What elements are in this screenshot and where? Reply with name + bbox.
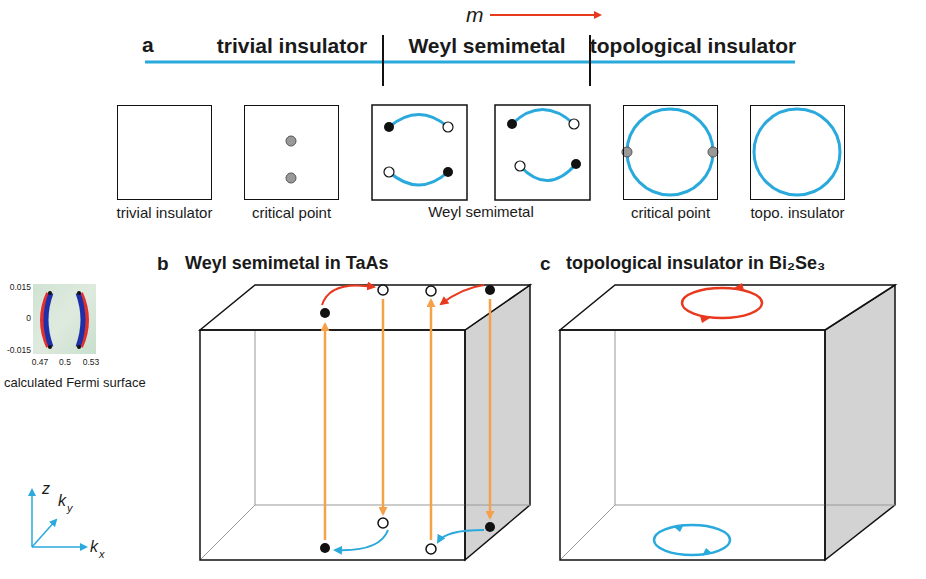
phase-panel: topo. insulator — [750, 105, 845, 200]
panel-letter: a — [142, 33, 154, 56]
tick-label: 0.53 — [83, 358, 100, 367]
phase-panel: trivial insulator — [117, 105, 212, 200]
tick-label: 0.015 — [10, 283, 31, 292]
panel-caption: Weyl semimetal — [428, 203, 534, 220]
phase-panel: Weyl semimetal — [372, 105, 590, 200]
parameter-symbol: m — [466, 3, 484, 26]
axis-label: z — [42, 480, 50, 498]
axis-subscript: y — [67, 502, 73, 514]
panel-caption: critical point — [252, 204, 331, 221]
phase-name: Weyl semimetal — [408, 34, 565, 57]
tick-label: 0.47 — [32, 358, 49, 367]
phase-panel: critical point — [244, 105, 339, 200]
panel-title-letter: c — [540, 254, 551, 275]
tick-label: 0 — [26, 314, 31, 323]
tick-label: -0.015 — [7, 346, 31, 355]
phase-panel: critical point — [623, 105, 718, 200]
panel-letter: b — [157, 254, 169, 275]
panel-title: topological insulator in Bi₂Se₃ — [566, 254, 825, 274]
panel-caption: trivial insulator — [117, 204, 213, 221]
axis-subscript: x — [99, 548, 105, 560]
inset-caption: calculated Fermi surface — [4, 376, 146, 390]
panel-title: Weyl semimetal in TaAs — [185, 254, 388, 274]
phase-name: topological insulator — [590, 34, 797, 57]
panel-caption: topo. insulator — [750, 204, 844, 221]
phase-name: trivial insulator — [217, 34, 368, 57]
axis-label: k — [58, 492, 66, 510]
axis-label: k — [90, 538, 98, 556]
tick-label: 0.5 — [59, 358, 71, 367]
panel-caption: critical point — [631, 204, 710, 221]
